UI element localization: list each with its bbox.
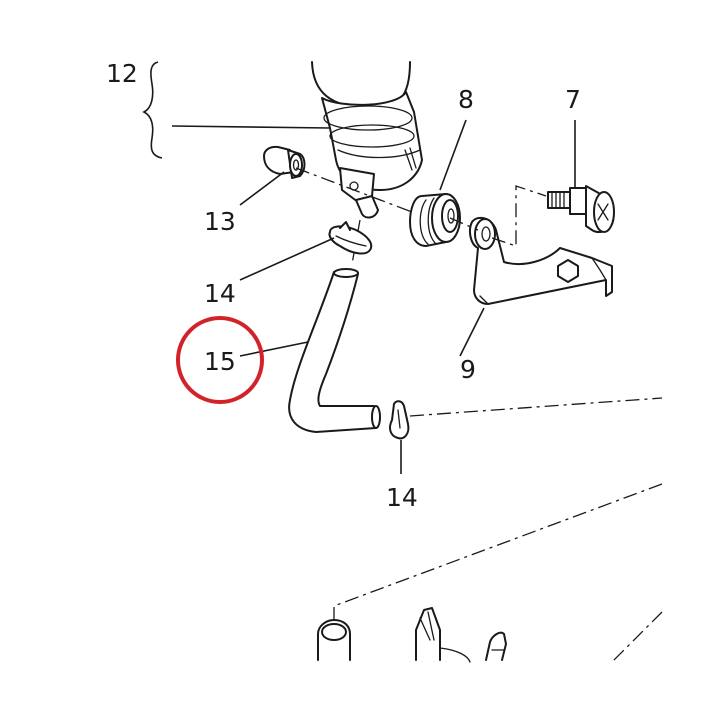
- grommet-part-8[interactable]: [409, 193, 461, 247]
- cap-nut-part-13[interactable]: [263, 145, 306, 179]
- label-9: 9: [460, 355, 476, 384]
- leader-14-upper: [239, 237, 335, 281]
- hose-clamp-part-14-lower[interactable]: [389, 400, 410, 440]
- leader-8: [439, 119, 467, 191]
- label-14-upper: 14: [204, 279, 236, 308]
- leader-9: [459, 307, 485, 357]
- leader-12: [171, 125, 331, 129]
- hose-clamp-part-14-upper[interactable]: [328, 221, 373, 255]
- label-8: 8: [458, 85, 474, 114]
- highlight-circle: [176, 316, 264, 404]
- leader-13: [239, 171, 285, 206]
- label-12: 12: [106, 59, 138, 88]
- hose-part-15[interactable]: [288, 268, 381, 433]
- label-15: 15: [204, 347, 236, 376]
- reservoir-part-12[interactable]: [311, 61, 423, 219]
- label-7: 7: [565, 85, 581, 114]
- lower-component[interactable]: [317, 607, 507, 663]
- label-14-lower: 14: [386, 483, 418, 512]
- label-13: 13: [204, 207, 236, 236]
- bracket-part-9[interactable]: [469, 216, 613, 305]
- leader-15: [239, 341, 309, 357]
- brace-12: [142, 61, 163, 159]
- bolt-part-7[interactable]: [547, 185, 615, 233]
